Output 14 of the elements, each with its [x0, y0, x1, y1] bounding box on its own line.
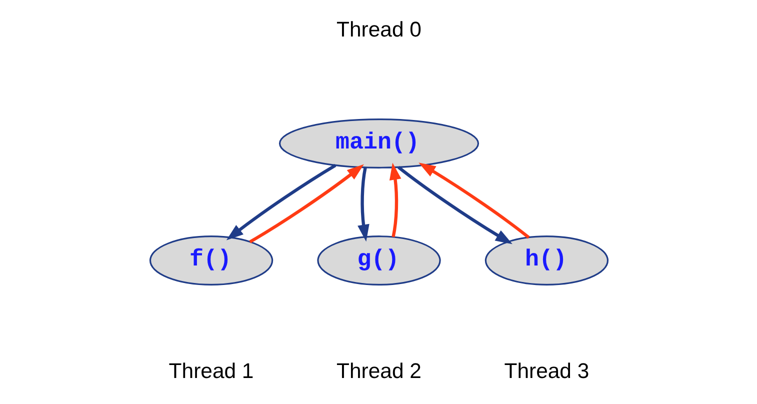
- node-ellipse: main(): [278, 118, 479, 168]
- node-ellipse: h(): [484, 236, 608, 286]
- arrow: [418, 162, 530, 239]
- node-ellipse: f(): [148, 236, 273, 286]
- arrow: [248, 164, 364, 244]
- node-label: Thread 3: [504, 360, 589, 383]
- arrow: [388, 162, 401, 238]
- arrow: [357, 167, 369, 242]
- arrow: [226, 164, 336, 240]
- node-label: Thread 0: [336, 18, 421, 42]
- node-label: Thread 2: [336, 360, 421, 383]
- arrow: [397, 166, 512, 244]
- node-ellipse: g(): [316, 236, 440, 286]
- node-label: Thread 1: [168, 360, 254, 383]
